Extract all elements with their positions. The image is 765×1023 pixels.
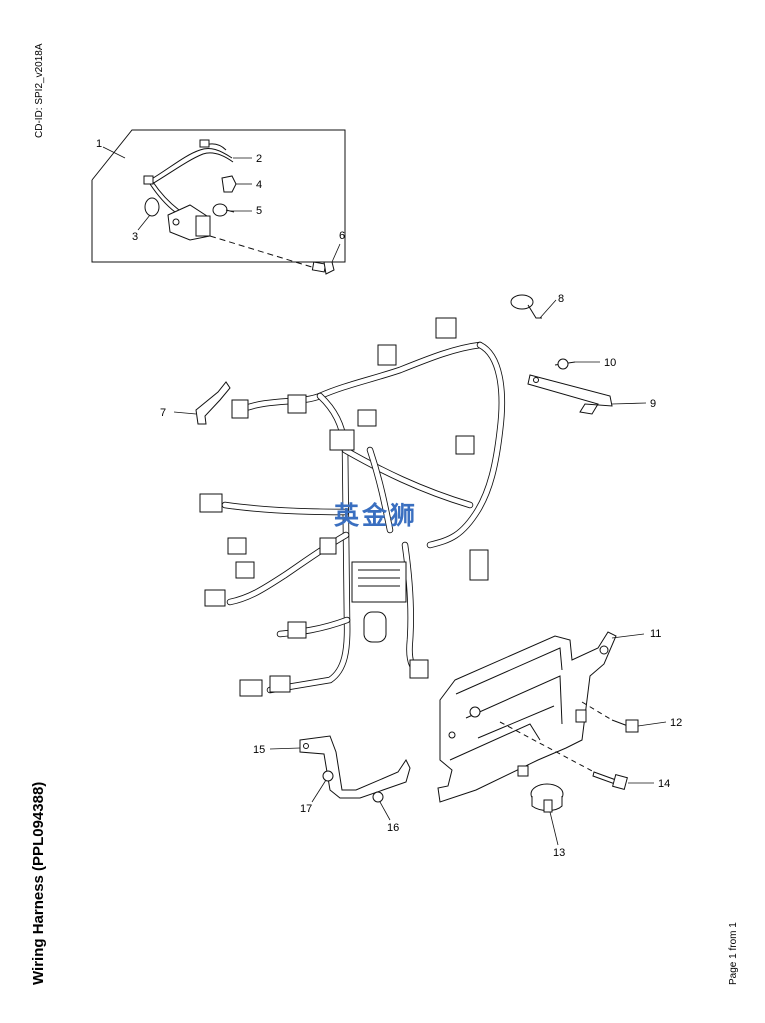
callout-15: 15 [253,744,265,756]
callout-11: 11 [650,628,661,640]
callout-numbers: 1 2 3 4 5 6 7 8 9 10 11 12 13 14 15 16 1… [96,138,682,859]
callout-6: 6 [339,230,345,242]
callout-9: 9 [650,398,656,410]
part-1-sensor-body [167,204,211,241]
part-11-main-bracket [437,631,617,803]
main-wiring-harness [221,341,506,694]
callout-12: 12 [670,717,682,729]
callout-4: 4 [256,179,262,191]
callout-5: 5 [256,205,262,217]
callout-1: 1 [96,138,102,150]
part-17-nut [322,770,334,782]
part-13-clamp [530,783,564,813]
part-16-nut [372,791,384,803]
callout-16: 16 [387,822,399,834]
harness-connectors [199,317,489,697]
callout-14: 14 [658,778,670,790]
callout-8: 8 [558,293,564,305]
callout-13: 13 [553,847,565,859]
part-2-sensor-lead [143,139,234,213]
part-7-bracket [195,381,231,425]
part-10-bolt [554,358,576,370]
part-9-bracket [527,374,613,415]
callout-2: 2 [256,153,262,165]
assembly-line-6 [209,235,316,269]
assembly-lines [499,701,613,773]
callout-leaders [102,146,667,846]
watermark-logo-text: 英金狮 [334,501,419,530]
callout-10: 10 [604,357,616,369]
sensor-kit-box [91,129,346,263]
part-12-bolt [611,719,639,733]
part-4-connector [221,175,237,193]
part-3-o-ring [144,197,160,217]
part-8-hose-clip [510,294,542,319]
callout-17: 17 [300,803,312,815]
part-14-long-bolt [592,771,628,790]
callout-3: 3 [132,231,138,243]
part-6-bolt [311,261,335,275]
part-15-bracket [299,735,411,799]
callout-7: 7 [160,407,166,419]
part-5-clip [212,203,235,217]
